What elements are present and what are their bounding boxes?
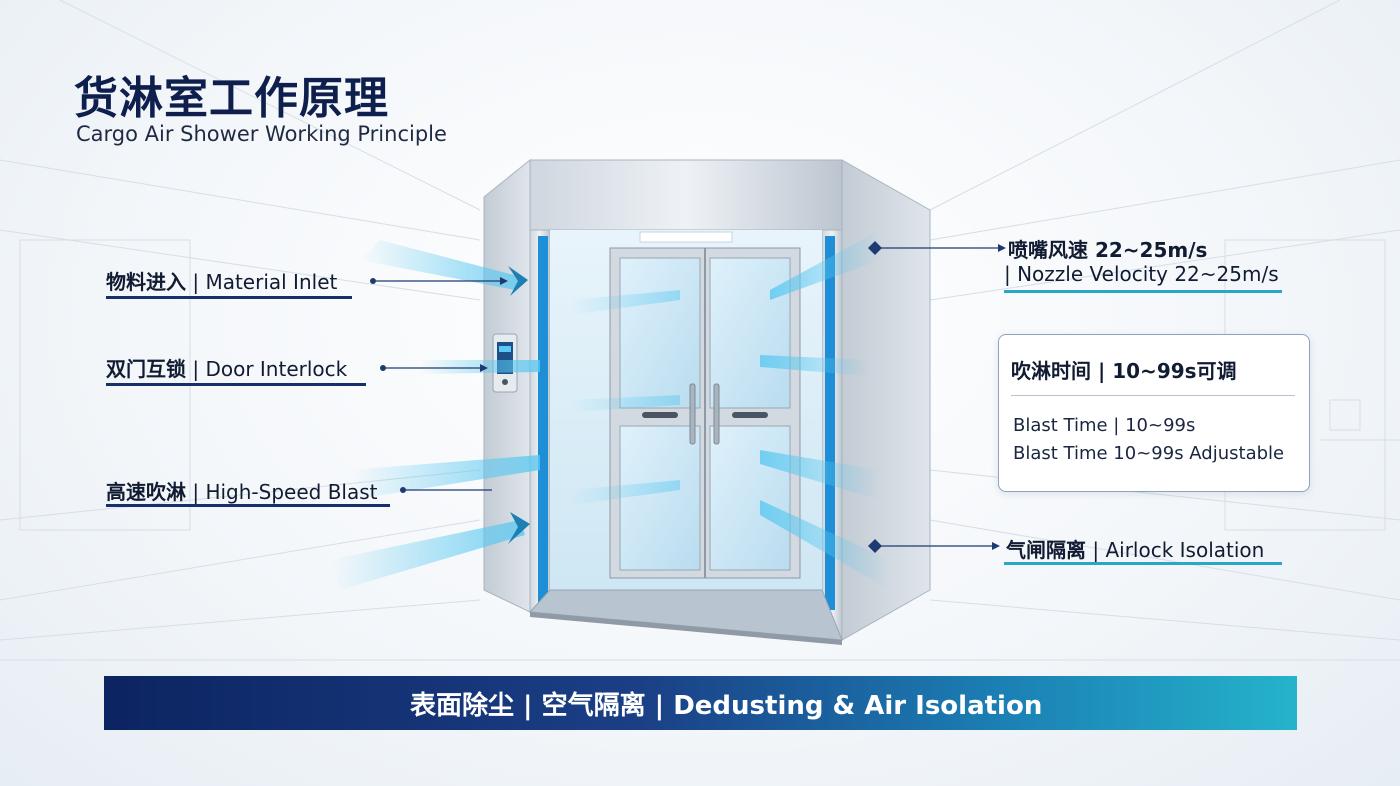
- page-subtitle: Cargo Air Shower Working Principle: [76, 122, 447, 146]
- callout-dot: [400, 487, 406, 493]
- callout-dot: [380, 365, 386, 371]
- blast-time-info-box: 吹淋时间 | 10~99s可调 Blast Time | 10~99s Blas…: [998, 334, 1310, 492]
- blast-time-line2: Blast Time 10~99s Adjustable: [1013, 443, 1285, 464]
- label-airlock-isolation-underline: [1004, 562, 1282, 565]
- blast-time-heading: 吹淋时间 | 10~99s可调: [1011, 359, 1237, 383]
- banner-text: 表面除尘 | 空气隔离 | Dedusting & Air Isolation: [410, 690, 1043, 721]
- label-high-speed-blast: 高速吹淋 | High-Speed Blast: [106, 480, 378, 504]
- label-door-interlock: 双门互锁 | Door Interlock: [106, 357, 348, 381]
- label-airlock-isolation: 气闸隔离 | Airlock Isolation: [1006, 538, 1265, 562]
- info-box-divider: [1011, 395, 1295, 396]
- label-nozzle-velocity-underline: [1004, 290, 1282, 293]
- label-material-inlet: 物料进入 | Material Inlet: [106, 270, 338, 294]
- blast-time-line1: Blast Time | 10~99s: [1013, 415, 1196, 436]
- label-material-inlet-underline: [106, 296, 352, 299]
- bottom-banner: 表面除尘 | 空气隔离 | Dedusting & Air Isolation: [104, 676, 1297, 730]
- label-nozzle-velocity-en: | Nozzle Velocity 22~25m/s: [1004, 262, 1279, 286]
- callout-dot: [370, 278, 376, 284]
- label-door-interlock-underline: [106, 383, 366, 386]
- label-nozzle-velocity-zh: 喷嘴风速 22~25m/s: [1008, 238, 1208, 262]
- label-high-speed-blast-underline: [106, 504, 390, 507]
- page-title: 货淋室工作原理: [74, 73, 389, 124]
